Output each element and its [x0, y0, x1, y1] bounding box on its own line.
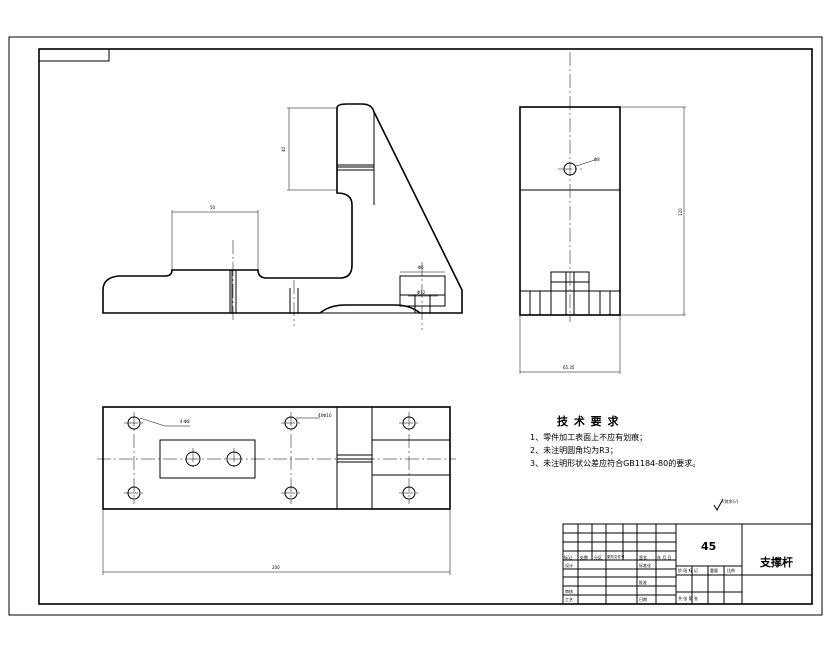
front-view: [102, 103, 463, 330]
outer-border: [8, 36, 823, 616]
dim-side-width: 65.35: [563, 365, 575, 370]
dim-side-height: 120: [678, 208, 683, 216]
dim-front-hole-upper: Φ6: [418, 265, 424, 270]
title-part-name: 支撑杆: [760, 556, 793, 569]
tb-header-3: 更改文件号: [607, 555, 625, 559]
tb-sheet-info: 共 张 第 张: [678, 596, 698, 601]
tb-row-process: 工艺: [565, 597, 573, 602]
roughness-symbol: [713, 498, 724, 512]
corner-box: [38, 48, 110, 62]
top-view: [97, 406, 456, 575]
side-view: [519, 52, 686, 374]
tb-header-4: 签名: [639, 555, 647, 560]
tech-req-heading: 技 术 要 求: [557, 415, 620, 428]
tb-mid-standard: 标准化: [639, 563, 651, 568]
dim-front-height: 40: [281, 146, 286, 152]
dim-top-hole-left: 4-Φ8: [180, 419, 190, 424]
tb-row-design: 设计: [565, 563, 573, 568]
tb-weight: 重量: [710, 568, 718, 573]
title-block-lines: [562, 523, 813, 605]
tech-req-item-1: 1、零件加工表面上不应有划痕；: [530, 433, 648, 442]
tech-req-item-3: 3、未注明形状公差应符合GB1184-80的要求。: [530, 459, 701, 468]
tb-header-1: 处数: [580, 555, 588, 560]
dim-front-hole-lower: Φ12: [417, 290, 426, 295]
dim-top-hole-right: 4XΦ10: [318, 413, 332, 418]
tb-mid-date: 日期: [639, 597, 647, 602]
dim-side-hole: Φ8: [594, 157, 600, 162]
tb-header-5: 年 月 日: [657, 555, 672, 560]
inner-border: [38, 48, 813, 605]
tb-scale: 比例: [727, 568, 735, 573]
dim-front-width: 50: [210, 205, 216, 210]
tb-header-2: 分区: [594, 555, 602, 560]
dim-top-length: 200: [272, 565, 280, 570]
roughness-note: √其余(√): [722, 499, 739, 504]
tb-mid-approve: 批准: [639, 580, 647, 585]
tb-row-review: 审核: [565, 589, 573, 594]
tb-stage-mark: 阶 段 标 记: [678, 568, 698, 573]
tb-header-0: 标记: [564, 555, 572, 560]
title-material: 45: [701, 540, 717, 553]
tech-req-item-2: 2、未注明圆角均为R3；: [530, 446, 618, 455]
